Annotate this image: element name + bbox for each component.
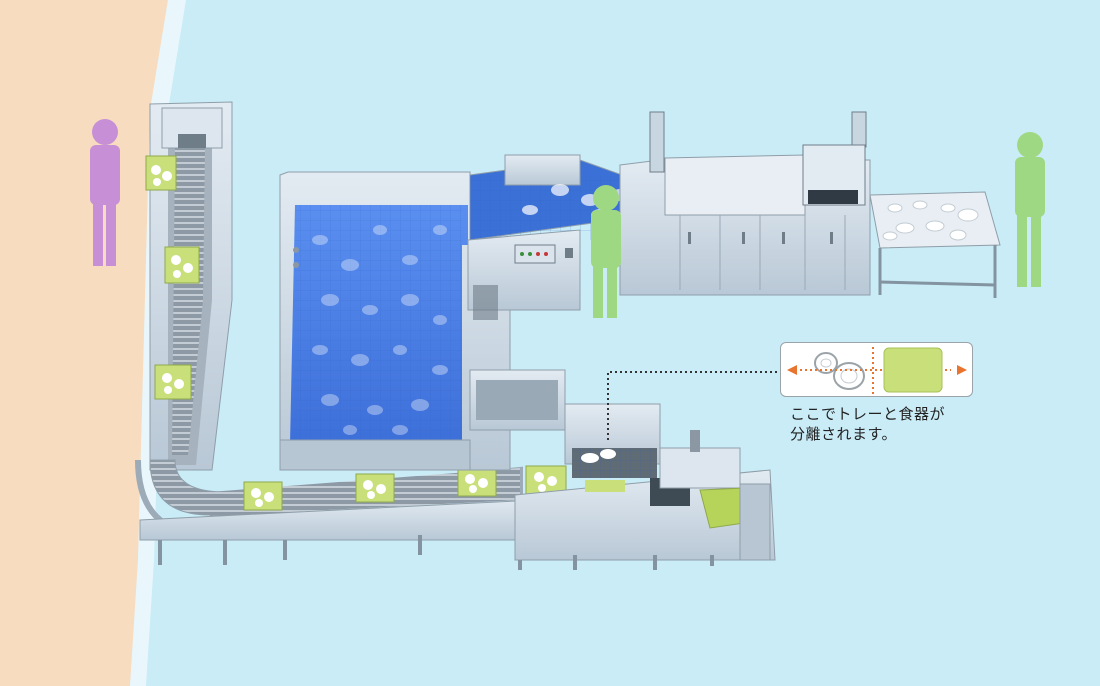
tray-separator-machine — [469, 369, 776, 570]
person-icon — [591, 185, 621, 318]
caption-line-1: ここでトレーと食器が — [790, 405, 946, 423]
tray-icon — [355, 473, 395, 503]
tray-group — [145, 155, 567, 511]
tray-icon — [164, 246, 200, 284]
tray-icon — [883, 347, 943, 393]
person-icon — [90, 119, 120, 266]
control-unit — [467, 229, 581, 320]
arrow-right-icon — [957, 365, 967, 375]
tray-icon — [145, 155, 177, 191]
arrow-left-icon — [787, 365, 797, 375]
tray-icon — [457, 467, 497, 497]
outlet-table — [869, 191, 1001, 298]
callout-box — [780, 342, 973, 397]
caption-line-2: 分離されます。 — [790, 425, 898, 443]
tray-icon — [243, 481, 283, 511]
soaking-tank — [279, 171, 511, 471]
tray-icon — [154, 364, 192, 400]
separation-caption: ここでトレーと食器が 分離されます。 — [790, 404, 945, 444]
separation-illustration — [787, 347, 967, 394]
person-icon — [1015, 132, 1045, 287]
dishwasher-main — [619, 111, 871, 296]
